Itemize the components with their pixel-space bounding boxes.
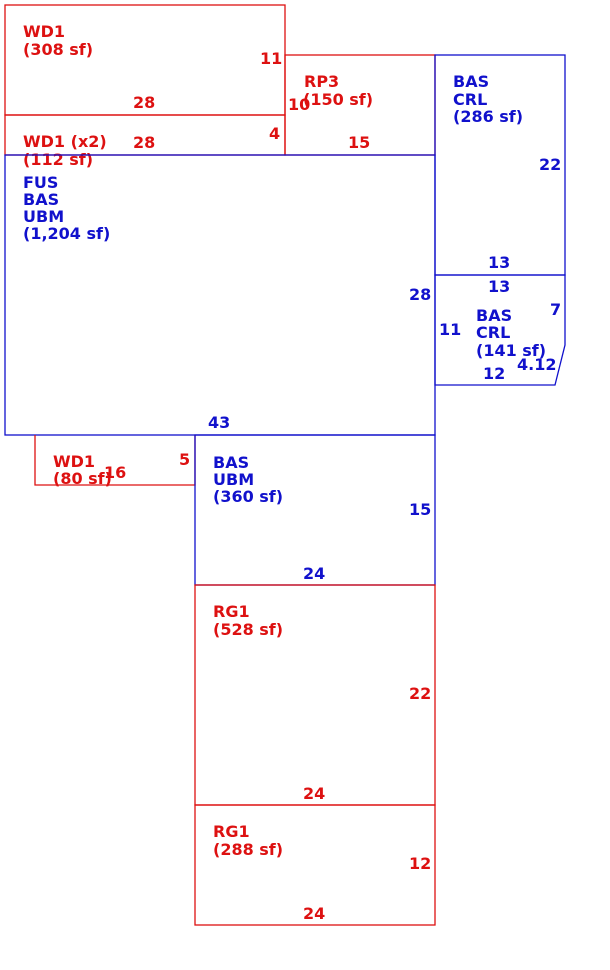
wd1-small-dim-height: 5 bbox=[179, 450, 190, 469]
bas-crl-small-line2: CRL bbox=[476, 323, 510, 342]
area-rp3[interactable]: RP3 (150 sf) 10 15 bbox=[284, 54, 436, 156]
fus-bas-ubm-outline bbox=[4, 154, 436, 436]
bas-crl-small-dim-right: 7 bbox=[550, 300, 561, 319]
bas-ubm-dim-width: 24 bbox=[303, 564, 325, 583]
wd1-x2-name: WD1 (x2) bbox=[23, 132, 107, 151]
wd1-top-area: (308 sf) bbox=[23, 40, 93, 59]
fus-bas-ubm-line2: BAS bbox=[23, 190, 59, 209]
bas-crl-top-line1: BAS bbox=[453, 72, 489, 91]
fus-bas-ubm-area: (1,204 sf) bbox=[23, 224, 110, 243]
bas-crl-small-dim-top: 13 bbox=[488, 277, 510, 296]
bas-crl-small-outline bbox=[434, 274, 566, 386]
rg1-large-dim-height: 22 bbox=[409, 684, 431, 703]
bas-crl-top-area: (286 sf) bbox=[453, 107, 523, 126]
rg1-large-area: (528 sf) bbox=[213, 620, 283, 639]
area-bas-ubm[interactable]: BAS UBM (360 sf) 15 24 bbox=[194, 434, 436, 586]
fus-bas-ubm-line3: UBM bbox=[23, 207, 64, 226]
area-fus-bas-ubm[interactable]: FUS BAS UBM (1,204 sf) 28 43 bbox=[4, 154, 436, 436]
wd1-small-name: WD1 bbox=[53, 452, 95, 471]
rg1-small-area: (288 sf) bbox=[213, 840, 283, 859]
rp3-area: (150 sf) bbox=[303, 90, 373, 109]
wd1-top-dim-height: 11 bbox=[260, 49, 282, 68]
bas-crl-top-dim-width: 13 bbox=[488, 253, 510, 272]
rg1-small-dim-height: 12 bbox=[409, 854, 431, 873]
bas-crl-small-dim-diag: 4.12 bbox=[517, 355, 556, 374]
rp3-dim-width: 15 bbox=[348, 133, 370, 152]
wd1-top-name: WD1 bbox=[23, 22, 65, 41]
area-wd1-top[interactable]: WD1 (308 sf) 28 11 bbox=[4, 4, 286, 116]
wd1-x2-area: (112 sf) bbox=[23, 150, 93, 169]
fus-bas-ubm-dim-width: 43 bbox=[208, 413, 230, 432]
area-wd1-small[interactable]: WD1 (80 sf) 16 5 bbox=[34, 435, 196, 488]
bas-crl-small-dim-left: 11 bbox=[439, 320, 461, 339]
rg1-small-outline bbox=[194, 804, 436, 926]
fus-bas-ubm-dim-height: 28 bbox=[409, 285, 431, 304]
wd1-small-area: (80 sf) bbox=[53, 469, 112, 488]
area-wd1-x2[interactable]: WD1 (x2) (112 sf) 28 4 bbox=[4, 114, 286, 169]
wd1-x2-dim-width: 28 bbox=[133, 133, 155, 152]
wd1-small-dim-width: 16 bbox=[104, 463, 126, 482]
rp3-name: RP3 bbox=[304, 72, 339, 91]
bas-crl-top-dim-height: 22 bbox=[539, 155, 561, 174]
bas-crl-small-area: (141 sf) bbox=[476, 341, 546, 360]
area-rg1-small[interactable]: RG1 (288 sf) 12 24 bbox=[194, 804, 436, 926]
bas-ubm-line1: BAS bbox=[213, 453, 249, 472]
bas-crl-small-dim-bottom: 12 bbox=[483, 364, 505, 383]
rg1-small-dim-width: 24 bbox=[303, 904, 325, 923]
area-bas-crl-top[interactable]: BAS CRL (286 sf) 22 13 bbox=[434, 54, 566, 276]
fus-bas-ubm-line1: FUS bbox=[23, 173, 58, 192]
area-rg1-large[interactable]: RG1 (528 sf) 22 24 bbox=[194, 584, 436, 806]
rg1-small-name: RG1 bbox=[213, 822, 250, 841]
wd1-top-dim-width: 28 bbox=[133, 93, 155, 112]
wd1-x2-dim-height: 4 bbox=[269, 124, 280, 143]
bas-crl-small-line1: BAS bbox=[476, 306, 512, 325]
rg1-large-name: RG1 bbox=[213, 602, 250, 621]
bas-crl-top-line2: CRL bbox=[453, 90, 487, 109]
bas-ubm-dim-height: 15 bbox=[409, 500, 431, 519]
area-bas-crl-small[interactable]: 13 11 7 BAS CRL (141 sf) 4.12 12 bbox=[434, 274, 566, 386]
rg1-large-dim-width: 24 bbox=[303, 784, 325, 803]
bas-ubm-area: (360 sf) bbox=[213, 487, 283, 506]
bas-ubm-line2: UBM bbox=[213, 470, 254, 489]
rp3-dim-height: 10 bbox=[288, 95, 310, 114]
